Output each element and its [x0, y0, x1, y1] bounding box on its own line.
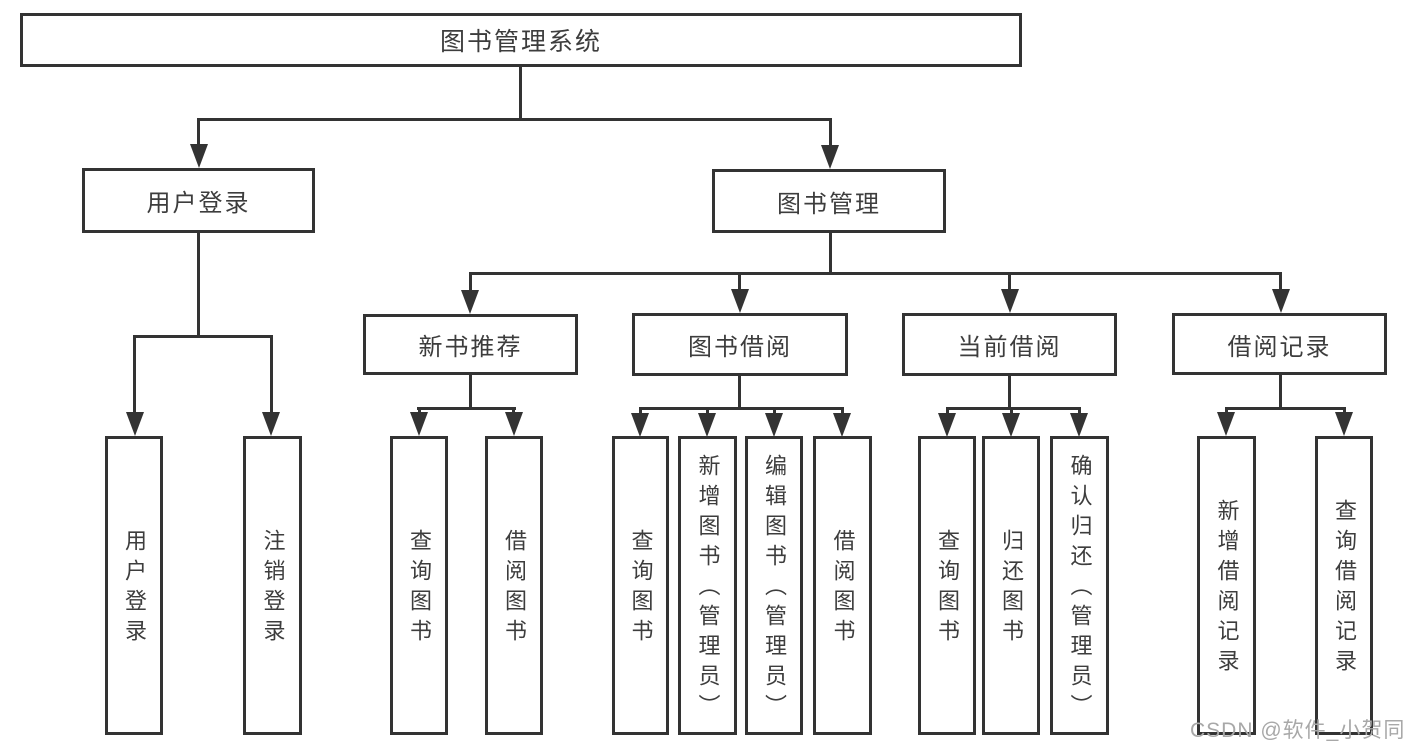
arrowhead-down-icon [1070, 413, 1088, 437]
csdn-watermark: CSDN @软件_小贺同学 [1190, 719, 1405, 742]
node-current-borrow: 当前借阅 [902, 313, 1117, 376]
connector-line [946, 407, 1081, 410]
connector-line [417, 407, 516, 410]
arrowhead-down-icon [631, 413, 649, 437]
connector-line [469, 373, 472, 409]
arrowhead-down-icon [821, 145, 839, 169]
connector-line [1279, 272, 1282, 295]
connector-line [738, 374, 741, 409]
connector-line [197, 231, 200, 337]
arrowhead-down-icon [1335, 412, 1353, 436]
connector-line [1008, 272, 1011, 295]
arrowhead-down-icon [833, 413, 851, 437]
node-leaf-nb-query-book: 查询图书 [390, 436, 448, 735]
connector-line [1279, 373, 1282, 409]
arrowhead-down-icon [731, 289, 749, 313]
connector-line [270, 335, 273, 418]
arrowhead-down-icon [262, 412, 280, 436]
node-leaf-bb-query-book: 查询图书 [612, 436, 669, 735]
arrowhead-down-icon [505, 412, 523, 436]
connector-line [1225, 407, 1346, 410]
node-leaf-bb-add-book-admin: 新增图书（管理员） [678, 436, 737, 735]
arrowhead-down-icon [1272, 289, 1290, 313]
connector-line [469, 272, 472, 295]
node-leaf-cb-query-book: 查询图书 [918, 436, 976, 735]
arrowhead-down-icon [1001, 289, 1019, 313]
node-leaf-user-login: 用户登录 [105, 436, 163, 735]
node-leaf-br-query-record: 查询借阅记录 [1315, 436, 1373, 735]
node-leaf-nb-borrow-book: 借阅图书 [485, 436, 543, 735]
connector-line [829, 231, 832, 274]
node-new-books: 新书推荐 [363, 314, 578, 375]
arrowhead-down-icon [698, 413, 716, 437]
node-leaf-cb-confirm-return-admin: 确认归还（管理员） [1050, 436, 1109, 735]
node-root: 图书管理系统 [20, 13, 1022, 67]
node-leaf-bb-edit-book-admin: 编辑图书（管理员） [745, 436, 803, 735]
connector-line [829, 118, 832, 149]
arrowhead-down-icon [410, 412, 428, 436]
arrowhead-down-icon [1217, 412, 1235, 436]
connector-line [197, 118, 200, 148]
arrowhead-down-icon [938, 413, 956, 437]
connector-line [197, 118, 831, 121]
arrowhead-down-icon [1002, 413, 1020, 437]
connector-line [133, 335, 136, 418]
connector-line [519, 67, 522, 119]
node-borrow-records: 借阅记录 [1172, 313, 1387, 375]
node-leaf-cb-return-book: 归还图书 [982, 436, 1040, 735]
arrowhead-down-icon [190, 144, 208, 168]
connector-line [639, 407, 844, 410]
node-leaf-bb-borrow-book: 借阅图书 [813, 436, 872, 735]
connector-line [738, 272, 741, 295]
connector-line [133, 335, 273, 338]
node-book-borrow: 图书借阅 [632, 313, 848, 376]
arrowhead-down-icon [126, 412, 144, 436]
connector-line [469, 272, 1282, 275]
arrowhead-down-icon [461, 290, 479, 314]
arrowhead-down-icon [765, 413, 783, 437]
node-user-login: 用户登录 [82, 168, 315, 233]
node-leaf-logout: 注销登录 [243, 436, 302, 735]
node-leaf-br-add-record: 新增借阅记录 [1197, 436, 1256, 735]
node-book-mgmt: 图书管理 [712, 169, 946, 233]
connector-line [1008, 374, 1011, 409]
